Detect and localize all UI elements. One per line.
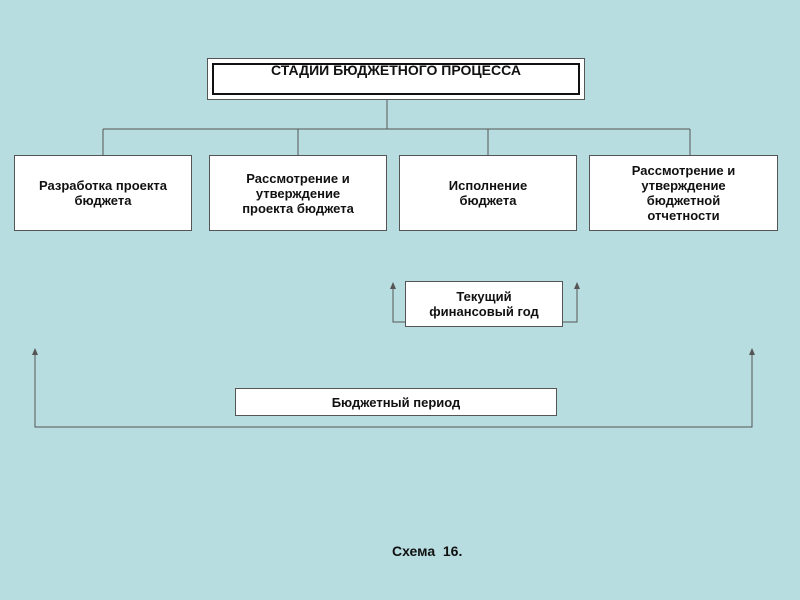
arrow-up-icon [749, 348, 755, 355]
arrow-up-icon [574, 282, 580, 289]
stage-label: Исполнение бюджета [448, 178, 528, 208]
stage-label: Разработка проекта бюджета [39, 178, 167, 208]
current-year-right-bracket [563, 285, 578, 323]
diagram-caption: Схема 16. [392, 543, 463, 559]
budget-period-box: Бюджетный период [235, 388, 557, 416]
stage-box-reporting: Рассмотрение и утверждение бюджетной отч… [589, 155, 778, 231]
budget-period-label: Бюджетный период [331, 394, 461, 410]
budget-period-bracket [34, 350, 753, 428]
stage-label: Рассмотрение и утверждение проекта бюдже… [242, 170, 354, 216]
current-year-box: Текущий финансовый год [405, 281, 563, 327]
diagram-title: СТАДИИ БЮДЖЕТНОГО ПРОЦЕССА [271, 63, 521, 78]
stage-label: Рассмотрение и утверждение бюджетной отч… [631, 163, 736, 223]
current-year-left-bracket [392, 285, 405, 323]
diagram-title-box: СТАДИИ БЮДЖЕТНОГО ПРОЦЕССА [207, 58, 585, 100]
arrow-up-icon [32, 348, 38, 355]
arrow-up-icon [390, 282, 396, 289]
stage-box-development: Разработка проекта бюджета [14, 155, 192, 231]
stage-box-execution: Исполнение бюджета [399, 155, 577, 231]
stage-box-review-approval: Рассмотрение и утверждение проекта бюдже… [209, 155, 387, 231]
current-year-label: Текущий финансовый год [429, 289, 539, 319]
